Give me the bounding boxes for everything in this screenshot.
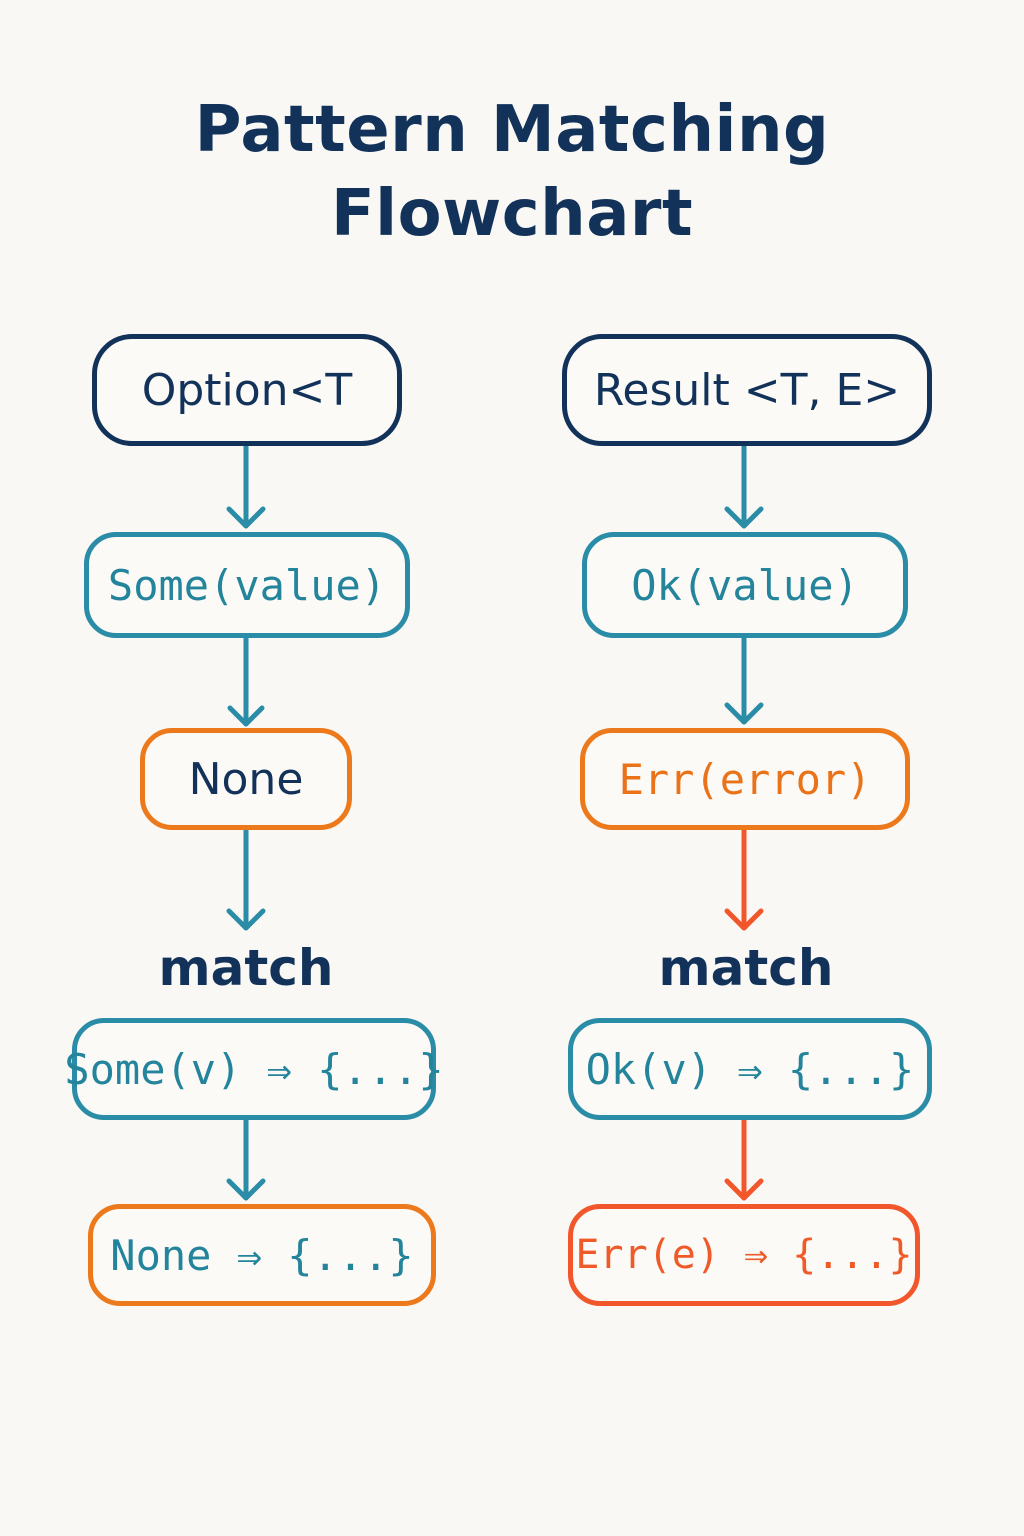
arrow-ok-arm-to-err-arm — [724, 1117, 764, 1201]
none-node: None — [140, 728, 352, 830]
ok-value-node: Ok(value) — [582, 532, 908, 638]
option-type-node: Option<T — [92, 334, 402, 446]
diagram-title-line-2: Flowchart — [330, 177, 694, 251]
arrow-err-to-match — [724, 827, 764, 931]
arrow-option-to-some — [226, 443, 266, 529]
err-error-node: Err(error) — [580, 728, 910, 830]
ok-arm-node: Ok(v) ⇒ {...} — [568, 1018, 932, 1120]
arrow-some-to-none — [227, 635, 265, 727]
none-label: None — [188, 753, 304, 805]
some-arm-node: Some(v) ⇒ {...} — [64, 1018, 444, 1120]
arrow-result-to-ok — [724, 443, 764, 529]
some-arm-label: Some(v) ⇒ {...} — [64, 1044, 444, 1094]
ok-value-label: Ok(value) — [631, 560, 859, 610]
err-arm-node: Err(e) ⇒ {...} — [568, 1204, 920, 1306]
arrow-some-arm-to-none-arm — [226, 1117, 266, 1201]
none-arm-label: None ⇒ {...} — [110, 1230, 414, 1280]
arrow-ok-to-err — [724, 635, 764, 725]
none-arm-node: None ⇒ {...} — [88, 1204, 436, 1306]
diagram-title: Pattern Matching Flowchart — [0, 88, 1024, 256]
option-match-label: match — [158, 939, 334, 997]
some-value-label: Some(value) — [107, 560, 387, 610]
arrow-none-to-match — [226, 827, 266, 931]
err-arm-label: Err(e) ⇒ {...} — [575, 1232, 913, 1278]
result-type-label: Result <T, E> — [593, 364, 901, 416]
some-value-node: Some(value) — [84, 532, 410, 638]
diagram-title-line-1: Pattern Matching — [194, 93, 830, 167]
err-error-label: Err(error) — [618, 754, 872, 804]
ok-arm-label: Ok(v) ⇒ {...} — [585, 1044, 915, 1094]
option-type-label: Option<T — [141, 364, 353, 416]
result-type-node: Result <T, E> — [562, 334, 932, 446]
result-match-label: match — [658, 939, 834, 997]
